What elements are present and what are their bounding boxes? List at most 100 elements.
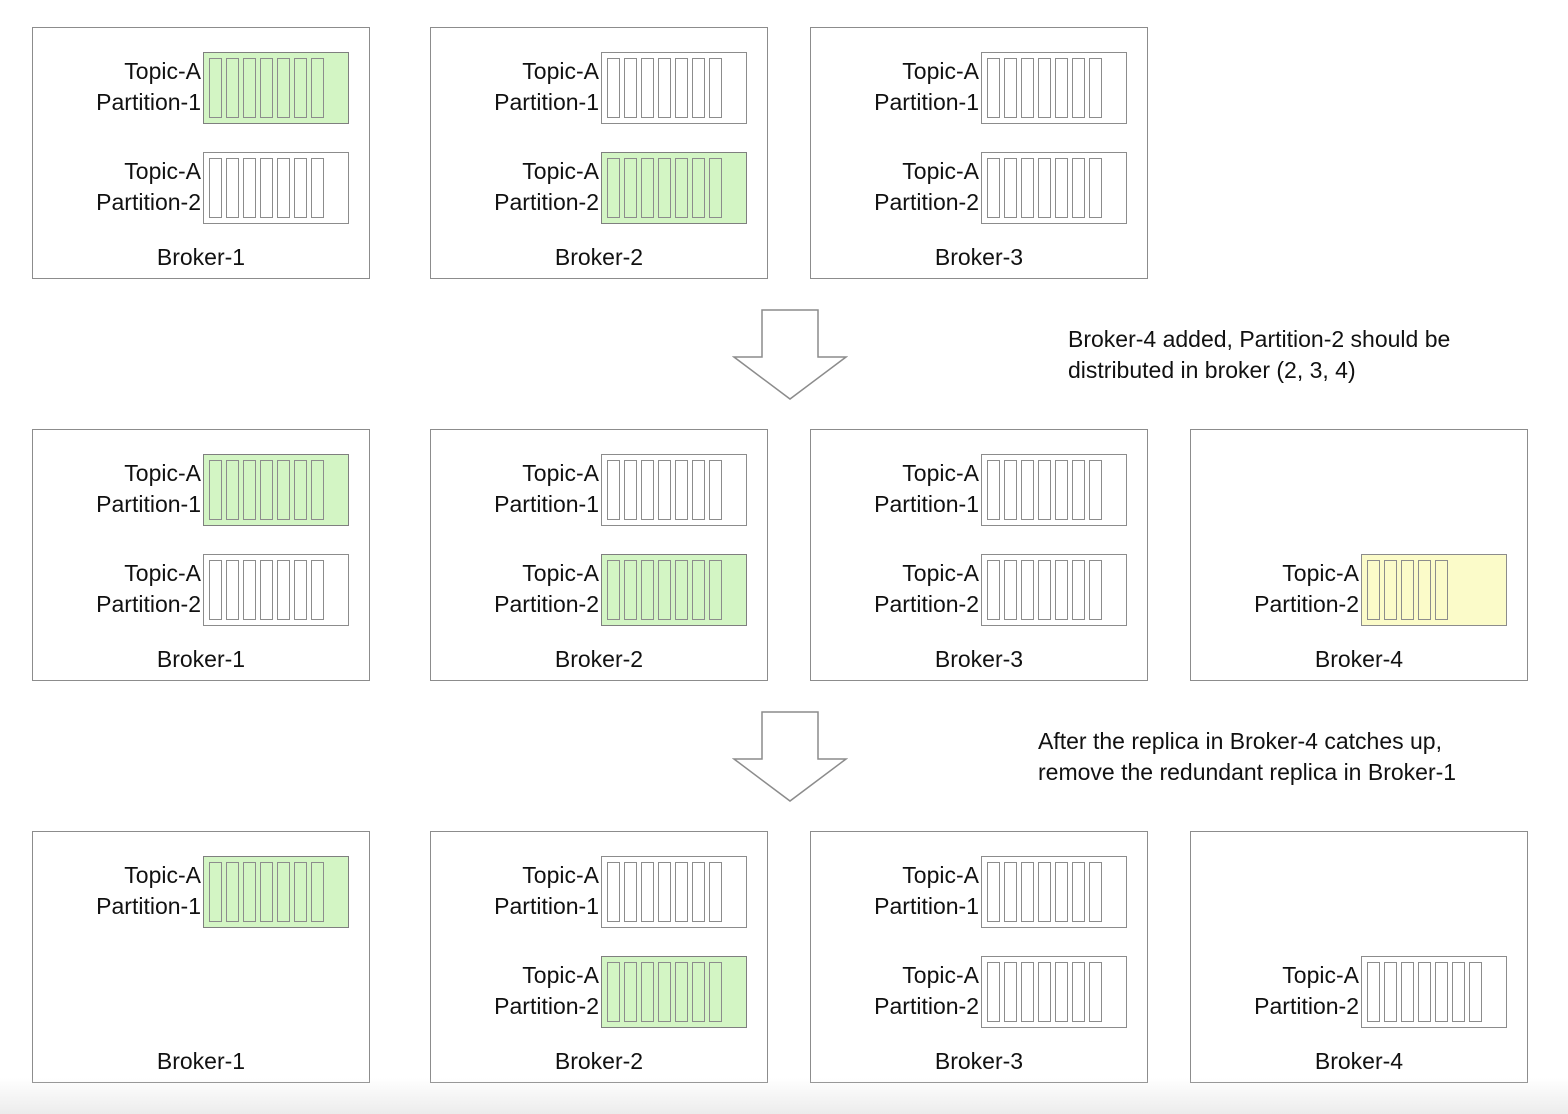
follower-replica-log bbox=[601, 52, 747, 124]
log-segment bbox=[243, 560, 256, 620]
log-segment bbox=[277, 58, 290, 118]
log-segment bbox=[709, 158, 722, 218]
note-line: Broker-4 added, Partition-2 should be bbox=[1068, 326, 1451, 352]
topic-name: Topic-A bbox=[902, 58, 979, 84]
topic-name: Topic-A bbox=[902, 158, 979, 184]
log-segment bbox=[1055, 58, 1068, 118]
log-segment bbox=[277, 560, 290, 620]
log-segment bbox=[1021, 460, 1034, 520]
log-segment bbox=[209, 460, 222, 520]
note-line: distributed in broker (2, 3, 4) bbox=[1068, 357, 1356, 383]
broker-name: Broker-1 bbox=[156, 1048, 246, 1074]
log-segment bbox=[692, 862, 705, 922]
transition-note-2: After the replica in Broker-4 catches up… bbox=[1038, 726, 1456, 788]
log-segment bbox=[311, 58, 324, 118]
log-segment bbox=[709, 460, 722, 520]
log-segment bbox=[243, 862, 256, 922]
leader-replica-log bbox=[203, 454, 349, 526]
broker-name: Broker-4 bbox=[1314, 646, 1404, 672]
log-segment bbox=[1072, 862, 1085, 922]
log-segment bbox=[607, 560, 620, 620]
log-segment bbox=[1004, 862, 1017, 922]
log-segment bbox=[1038, 460, 1051, 520]
log-segment bbox=[1418, 560, 1431, 620]
log-segment bbox=[607, 460, 620, 520]
log-segment bbox=[692, 560, 705, 620]
topic-name: Topic-A bbox=[522, 158, 599, 184]
log-segment bbox=[987, 560, 1000, 620]
log-segment bbox=[709, 962, 722, 1022]
topic-name: Topic-A bbox=[522, 460, 599, 486]
log-segment bbox=[243, 158, 256, 218]
partition-name: Partition-2 bbox=[494, 188, 599, 215]
follower-replica-log bbox=[203, 152, 349, 224]
log-segment bbox=[641, 862, 654, 922]
log-segment bbox=[987, 962, 1000, 1022]
log-segment bbox=[1469, 962, 1482, 1022]
syncing-replica-log bbox=[1361, 554, 1507, 626]
log-segment bbox=[226, 862, 239, 922]
log-segment bbox=[1089, 158, 1102, 218]
topic-name: Topic-A bbox=[522, 560, 599, 586]
log-segment bbox=[1384, 560, 1397, 620]
log-segment bbox=[1038, 58, 1051, 118]
log-segment bbox=[675, 862, 688, 922]
log-segment bbox=[624, 158, 637, 218]
leader-replica-log bbox=[601, 152, 747, 224]
log-segment bbox=[624, 862, 637, 922]
log-segment bbox=[277, 158, 290, 218]
log-segment bbox=[243, 58, 256, 118]
log-segment bbox=[1004, 460, 1017, 520]
log-segment bbox=[294, 158, 307, 218]
log-segment bbox=[209, 560, 222, 620]
log-segment bbox=[1055, 862, 1068, 922]
partition-label: Topic-A Partition-2 bbox=[494, 156, 599, 217]
log-segment bbox=[1021, 158, 1034, 218]
log-segment bbox=[675, 962, 688, 1022]
log-segment bbox=[209, 158, 222, 218]
log-segment bbox=[294, 460, 307, 520]
log-segment bbox=[987, 158, 1000, 218]
log-segment bbox=[987, 862, 1000, 922]
log-segment bbox=[1072, 158, 1085, 218]
log-segment bbox=[624, 962, 637, 1022]
log-segment bbox=[624, 560, 637, 620]
broker-name: Broker-2 bbox=[554, 646, 644, 672]
log-segment bbox=[607, 862, 620, 922]
log-segment bbox=[1072, 962, 1085, 1022]
log-segment bbox=[675, 460, 688, 520]
down-arrow-icon bbox=[732, 711, 848, 802]
partition-name: Partition-2 bbox=[494, 992, 599, 1019]
log-segment bbox=[243, 460, 256, 520]
topic-name: Topic-A bbox=[902, 962, 979, 988]
log-segment bbox=[1004, 158, 1017, 218]
topic-name: Topic-A bbox=[522, 58, 599, 84]
log-segment bbox=[311, 862, 324, 922]
log-segment bbox=[1004, 962, 1017, 1022]
log-segment bbox=[1038, 560, 1051, 620]
log-segment bbox=[226, 560, 239, 620]
log-segment bbox=[607, 158, 620, 218]
topic-name: Topic-A bbox=[1282, 962, 1359, 988]
log-segment bbox=[1072, 560, 1085, 620]
follower-replica-log bbox=[601, 454, 747, 526]
